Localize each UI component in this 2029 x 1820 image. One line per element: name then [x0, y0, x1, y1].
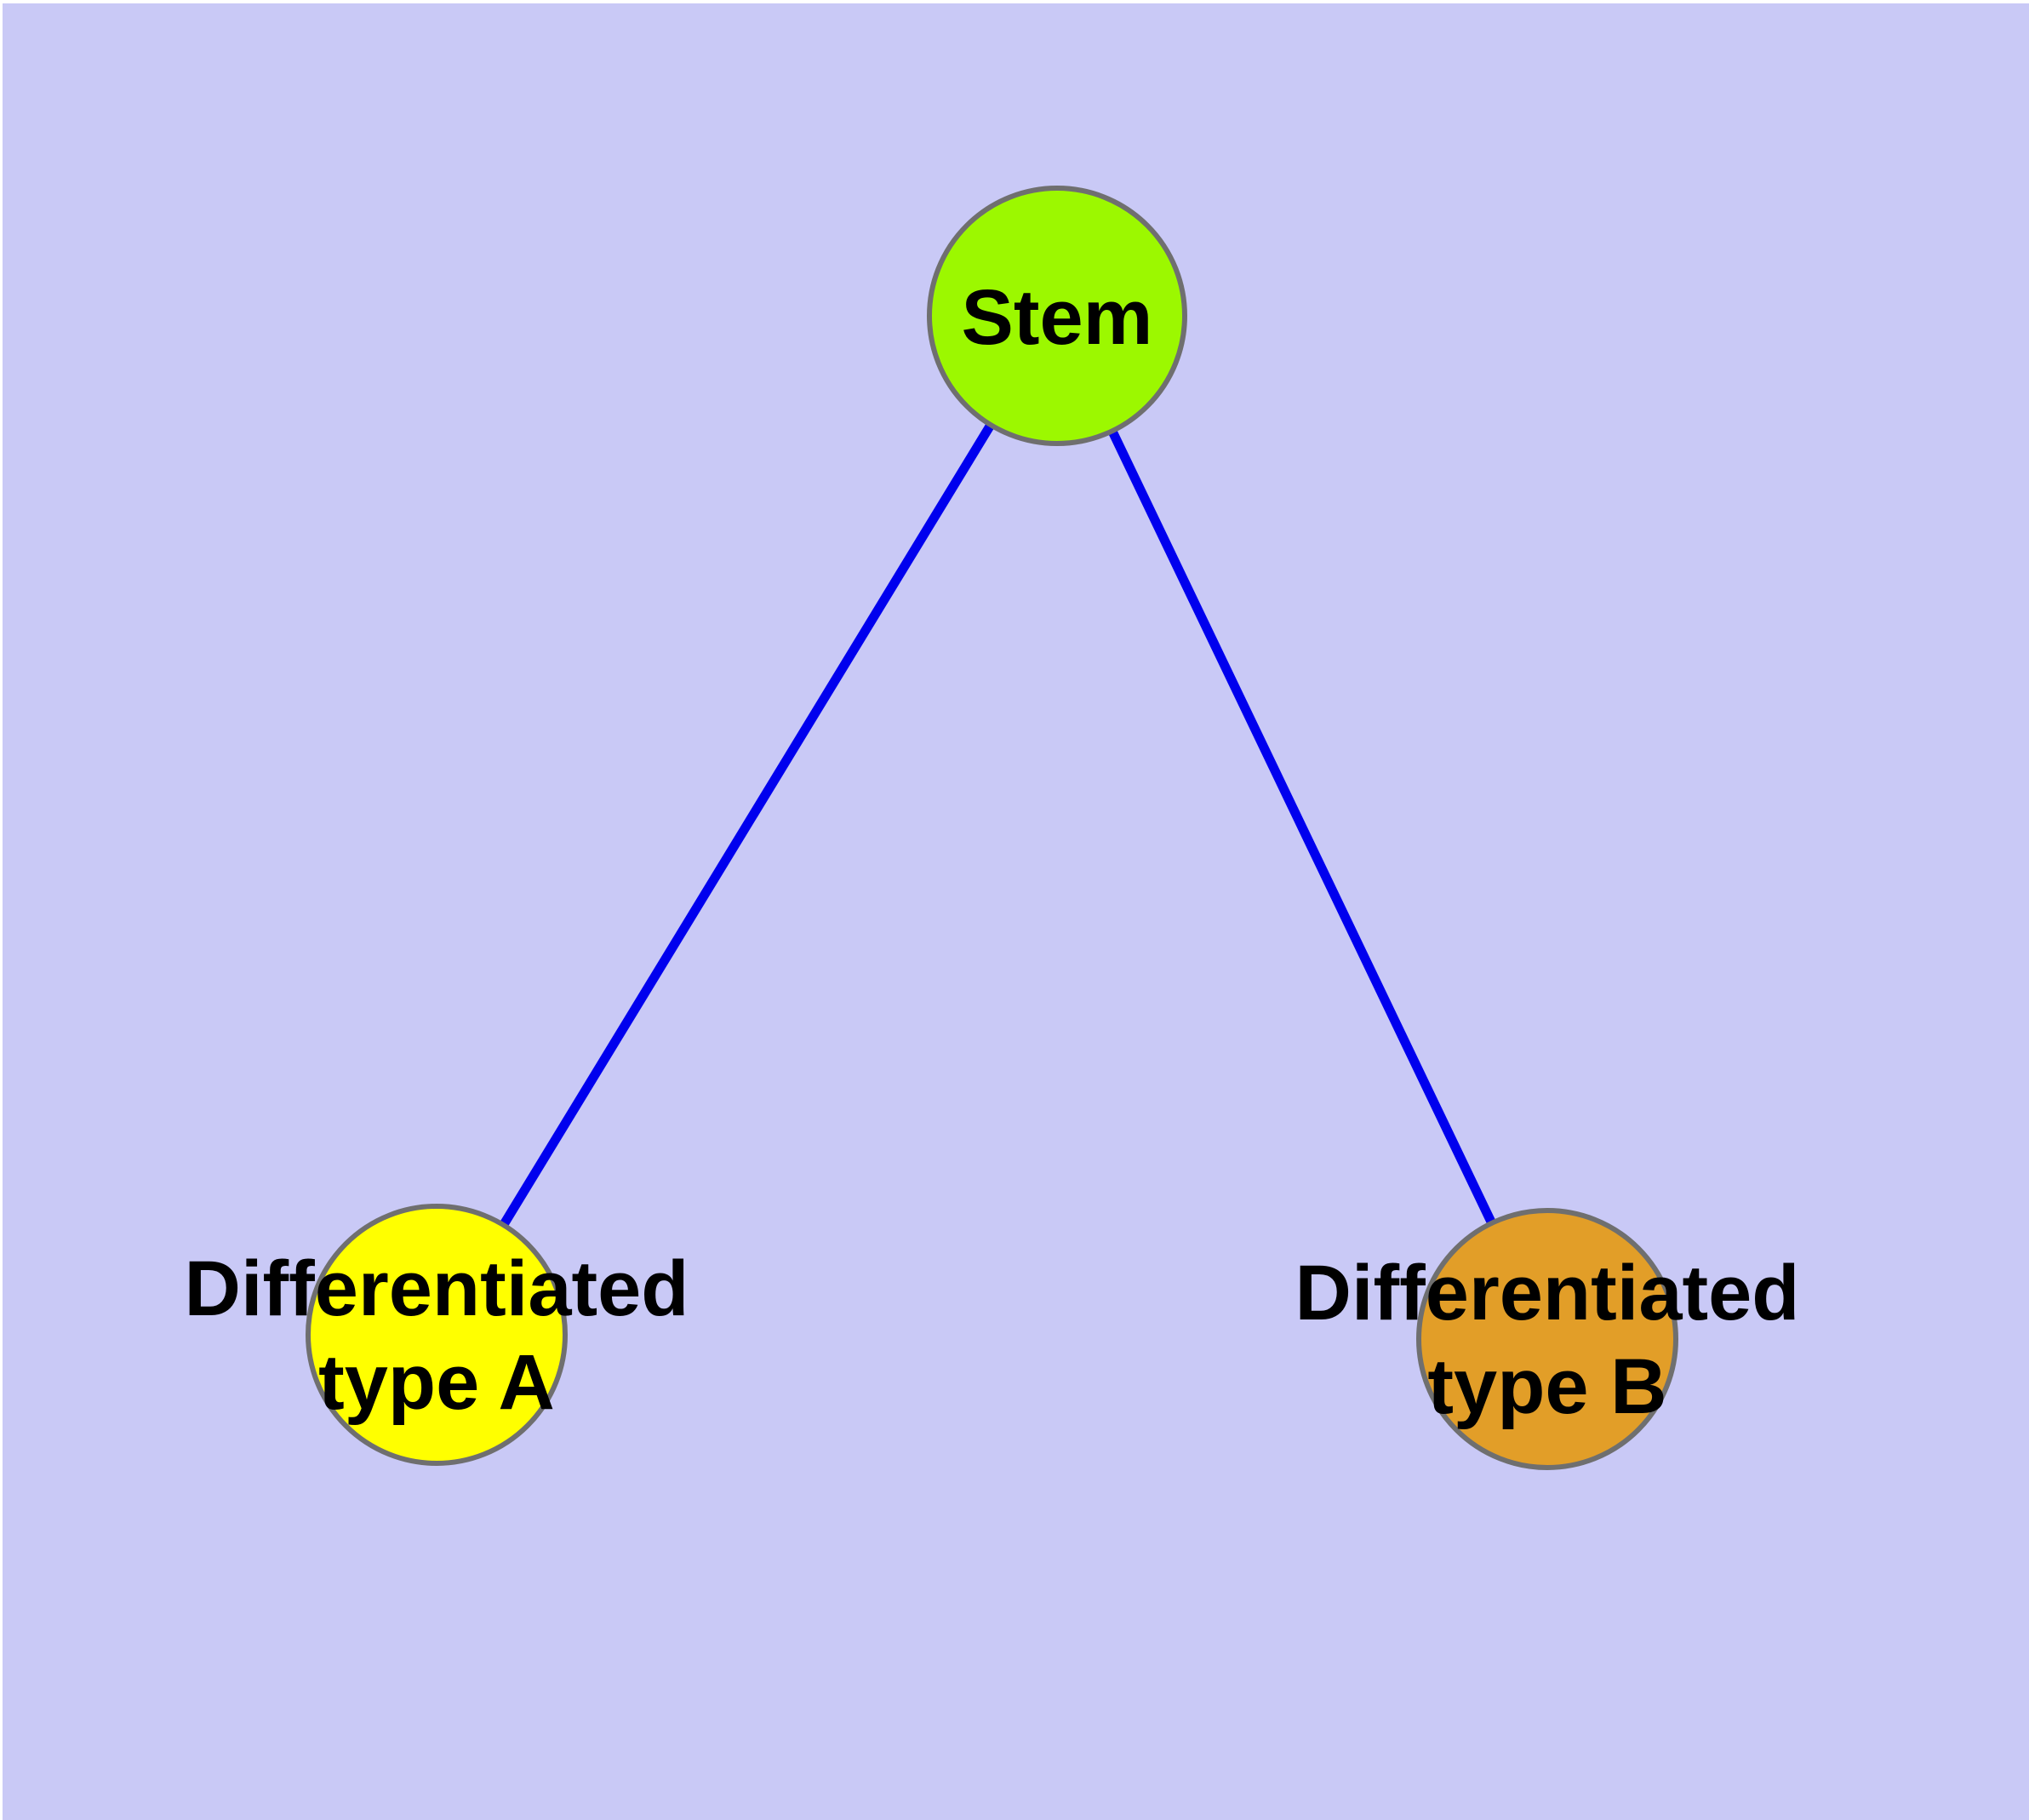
edge-stem-to-type-b: [1053, 313, 1552, 1342]
node-stem: [927, 186, 1187, 446]
node-type-b: [1416, 1208, 1678, 1470]
edge-stem-to-type-a: [432, 313, 1061, 1337]
node-type-a-label-line-2: type A: [318, 1339, 555, 1426]
node-type-b-label-line-1: Differentiated: [1295, 1250, 1800, 1336]
node-stem-label: Stem: [962, 274, 1153, 361]
node-type-a: [306, 1204, 568, 1466]
node-type-a-label-line-1: Differentiated: [185, 1245, 689, 1332]
node-type-b-label-line-2: type B: [1427, 1343, 1666, 1430]
